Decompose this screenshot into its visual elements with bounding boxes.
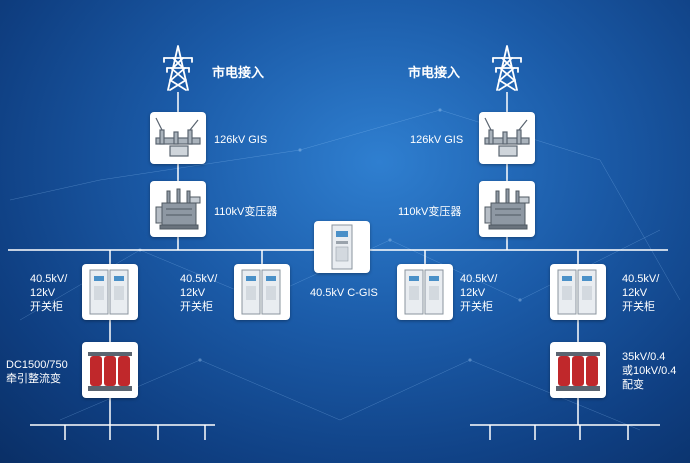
gis-box-left xyxy=(150,112,206,164)
gis-box-right xyxy=(479,112,535,164)
rectifier-label: DC1500/750 牵引整流变 xyxy=(6,358,68,386)
transformer-label-left: 110kV变压器 xyxy=(214,205,277,219)
switchgear-cabinet-icon xyxy=(314,221,370,273)
switchgear-cabinet-icon xyxy=(234,264,290,320)
switchgear-cabinet-icon xyxy=(397,264,453,320)
gis-switchgear-icon xyxy=(150,112,206,164)
power-transformer-icon xyxy=(150,181,206,237)
distribution-box xyxy=(550,342,606,398)
switchgear-cabinet-icon xyxy=(550,264,606,320)
transformer-box-left xyxy=(150,181,206,237)
distribution-label: 35kV/0.4 或10kV/0.4 配变 xyxy=(622,350,676,392)
gis-switchgear-icon xyxy=(479,112,535,164)
switchgear-box-right-b xyxy=(550,264,606,320)
transmission-tower-icon xyxy=(491,44,523,92)
switchgear-label-left-a: 40.5kV/ 12kV 开关柜 xyxy=(30,272,67,314)
dry-type-transformer-icon xyxy=(550,342,606,398)
switchgear-label-left-b: 40.5kV/ 12kV 开关柜 xyxy=(180,272,217,314)
switchgear-box-left-b xyxy=(234,264,290,320)
grid-access-label-right: 市电接入 xyxy=(408,66,460,80)
cgis-box xyxy=(314,221,370,273)
rectifier-box xyxy=(82,342,138,398)
switchgear-label-right-a: 40.5kV/ 12kV 开关柜 xyxy=(460,272,497,314)
transmission-tower-icon xyxy=(162,44,194,92)
cgis-label: 40.5kV C-GIS xyxy=(310,286,378,300)
grid-access-label-left: 市电接入 xyxy=(212,66,264,80)
switchgear-cabinet-icon xyxy=(82,264,138,320)
gis-label-left: 126kV GIS xyxy=(214,133,267,147)
switchgear-label-right-b: 40.5kV/ 12kV 开关柜 xyxy=(622,272,659,314)
switchgear-box-left-a xyxy=(82,264,138,320)
switchgear-box-right-a xyxy=(397,264,453,320)
transformer-box-right xyxy=(479,181,535,237)
dry-type-transformer-icon xyxy=(82,342,138,398)
gis-label-right: 126kV GIS xyxy=(410,133,463,147)
power-transformer-icon xyxy=(479,181,535,237)
transformer-label-right: 110kV变压器 xyxy=(398,205,461,219)
